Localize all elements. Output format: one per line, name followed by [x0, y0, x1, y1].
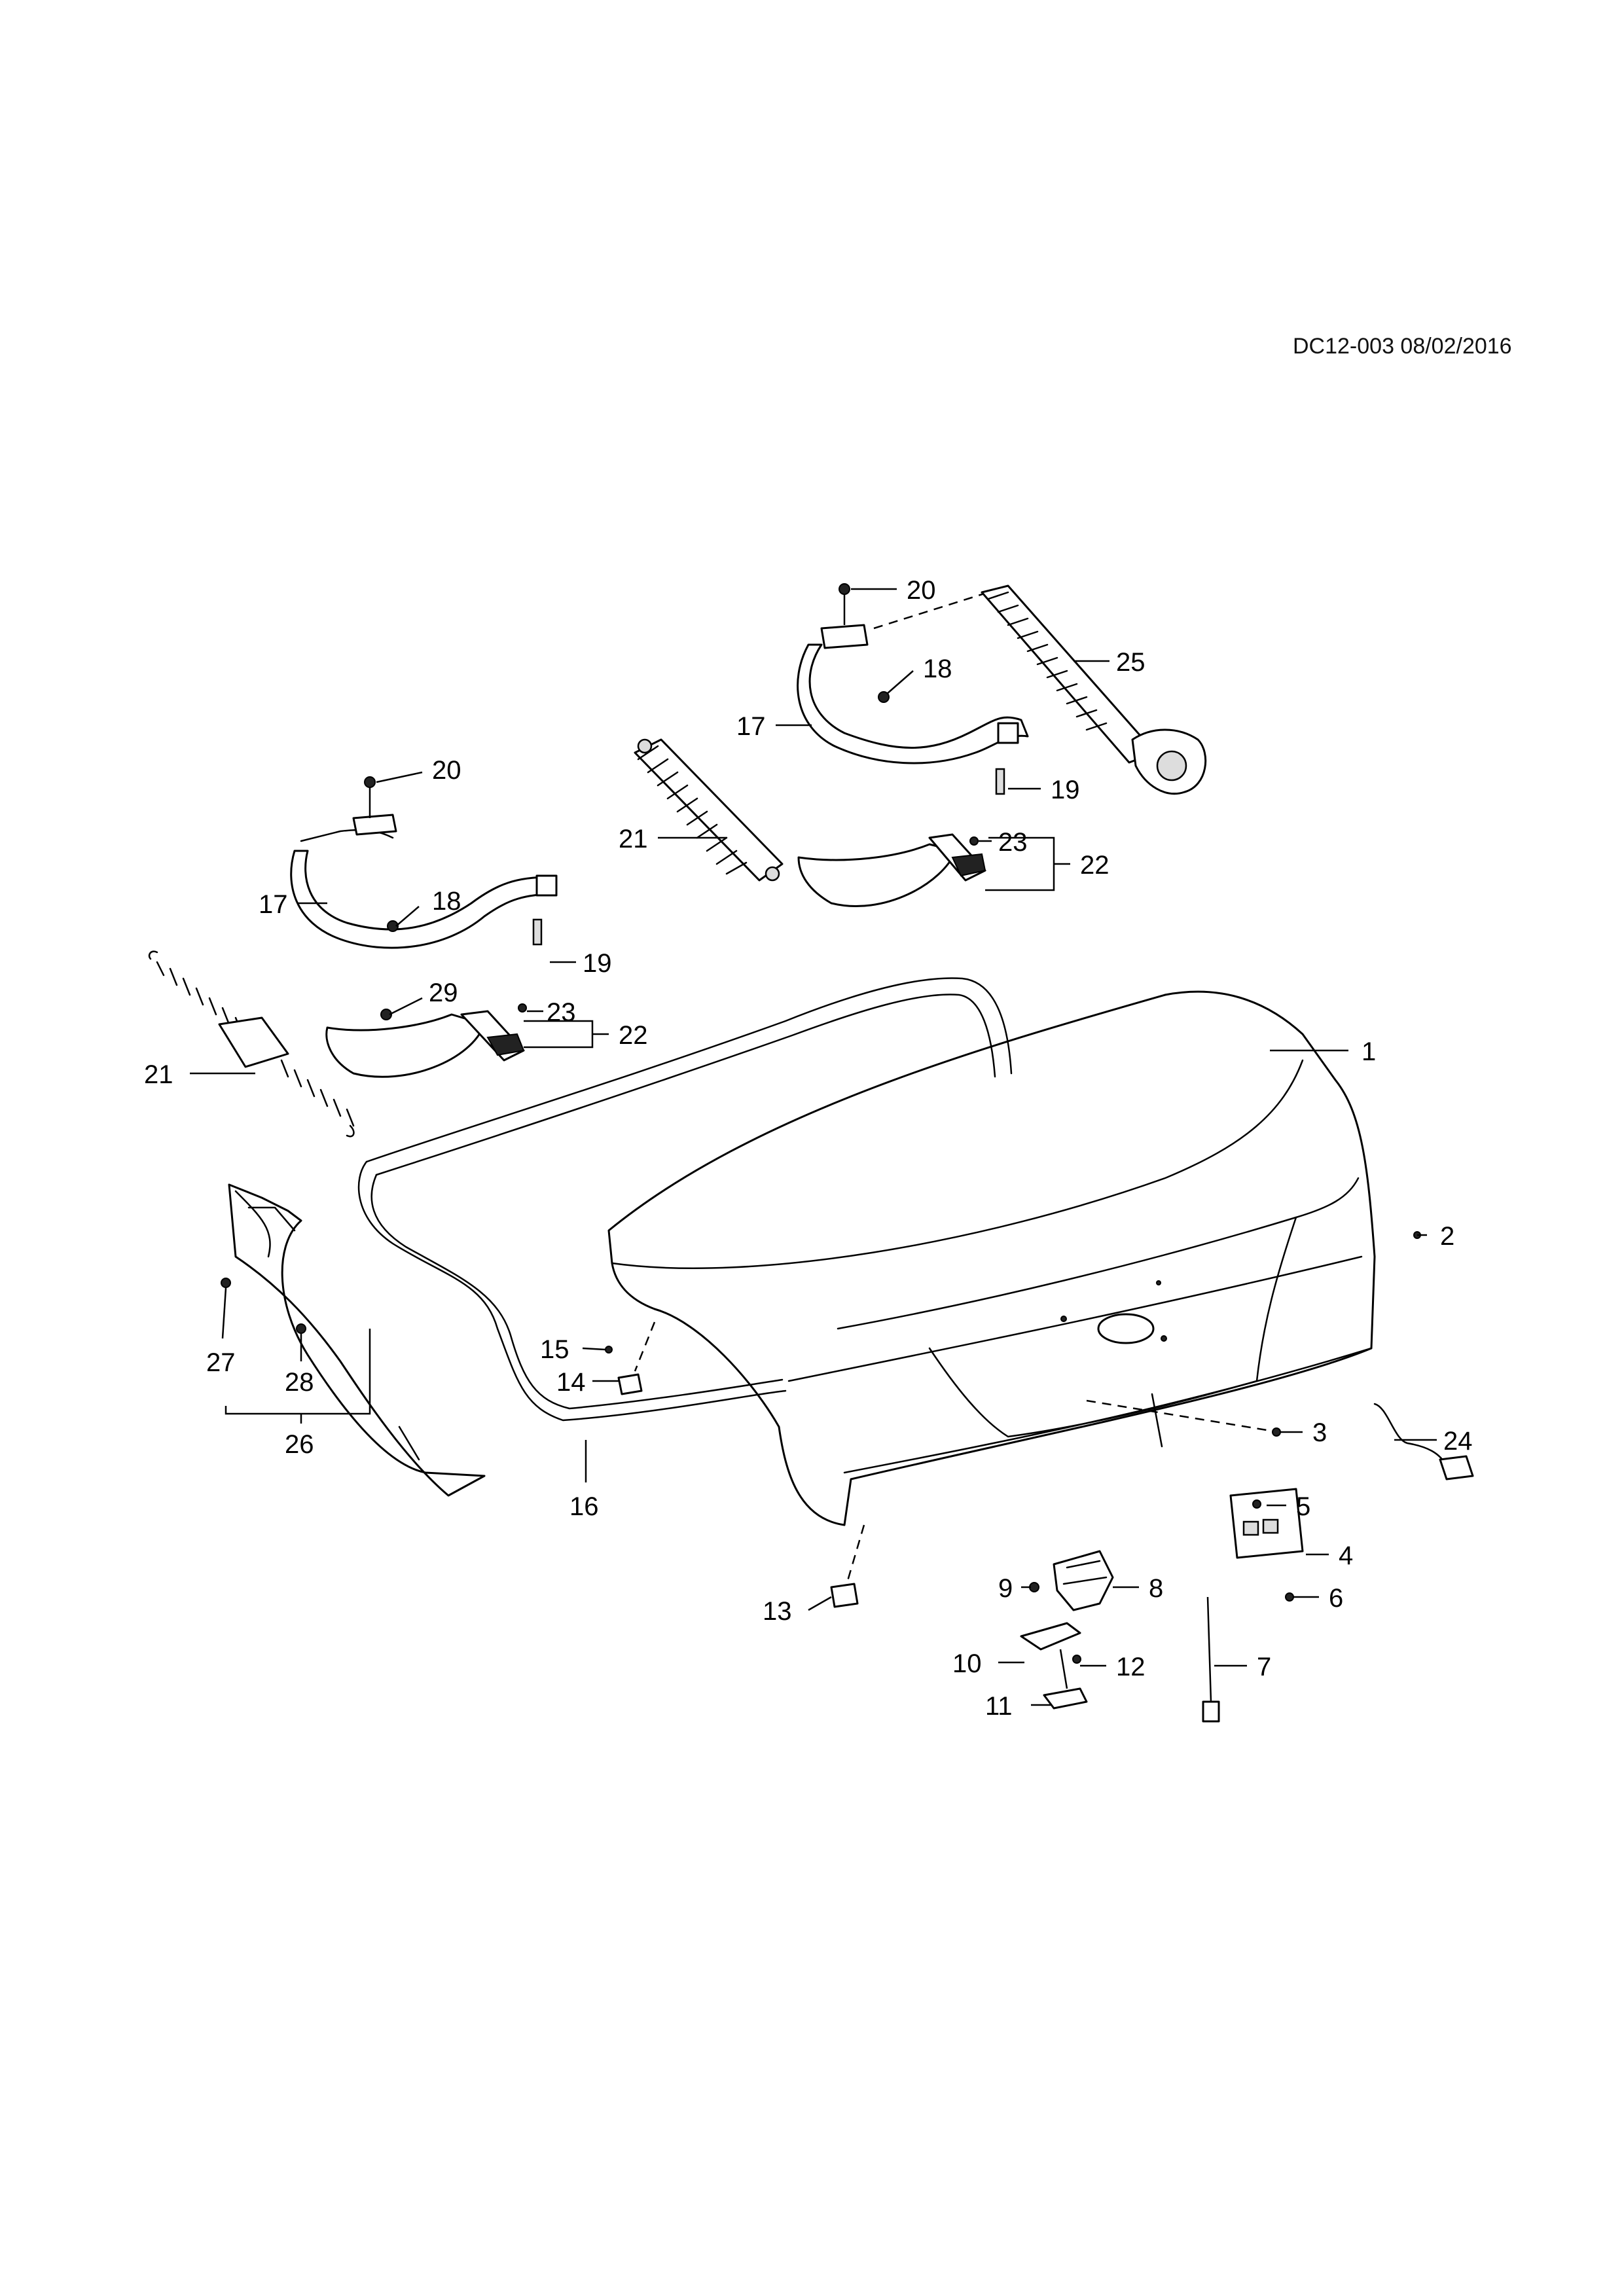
release-cable: [1202, 1596, 1220, 1723]
callout-24: 24: [1443, 1427, 1473, 1456]
latch-assembly: [1020, 1550, 1114, 1710]
callout-6: 6: [1329, 1584, 1343, 1613]
callout-3: 3: [1312, 1418, 1327, 1447]
callout-23-right: 23: [998, 828, 1028, 857]
callout-18-left: 18: [432, 887, 461, 916]
callout-20-right: 20: [907, 576, 936, 605]
fastener-dots: [221, 583, 1421, 1664]
callout-11: 11: [985, 1692, 1013, 1721]
callout-15: 15: [540, 1335, 569, 1364]
callout-19-right: 19: [1051, 776, 1080, 804]
callout-17-left: 17: [259, 890, 288, 919]
callout-17-right: 17: [736, 712, 766, 741]
hinge-bracket-right: [797, 833, 986, 907]
callout-19-left: 19: [583, 949, 612, 978]
callout-2: 2: [1440, 1222, 1454, 1251]
gas-strut-center: [634, 738, 784, 882]
leader-lines: [190, 588, 1437, 1706]
hinge-bracket-left: [325, 1010, 525, 1078]
callout-10: 10: [952, 1649, 982, 1678]
callout-21-left: 21: [144, 1060, 173, 1089]
callout-29: 29: [429, 978, 458, 1007]
callout-4: 4: [1339, 1541, 1353, 1570]
trunk-lid: [607, 990, 1376, 1526]
callout-14: 14: [556, 1368, 586, 1397]
callout-labels: 1 2 3 4 5 6 7 8 9 10 11 12 13 14 15 16 1…: [144, 576, 1473, 1721]
callout-28: 28: [285, 1368, 314, 1397]
callout-16: 16: [569, 1492, 599, 1521]
release-handle: [1229, 1488, 1304, 1559]
callout-7: 7: [1257, 1653, 1271, 1681]
callout-5: 5: [1296, 1492, 1310, 1521]
callout-1: 1: [1362, 1037, 1376, 1066]
striker: [830, 1524, 865, 1608]
callout-22-right: 22: [1080, 851, 1110, 880]
bumper-stop: [617, 1321, 656, 1395]
callout-9: 9: [998, 1574, 1013, 1603]
document-id: DC12-003 08/02/2016: [1293, 334, 1512, 359]
callout-12: 12: [1116, 1653, 1146, 1681]
torsion-spring-right: [981, 584, 1207, 795]
callout-13: 13: [763, 1597, 792, 1626]
callout-27: 27: [206, 1348, 236, 1377]
callout-22-left: 22: [619, 1021, 648, 1050]
callout-20-left: 20: [432, 756, 461, 785]
callout-25: 25: [1116, 648, 1146, 677]
right-hinge: [797, 591, 1029, 764]
torsion-spring-left: [148, 950, 355, 1138]
license-lamp: [1373, 1403, 1474, 1480]
callout-21-center: 21: [619, 825, 648, 853]
callout-26: 26: [285, 1430, 314, 1459]
callout-18-right: 18: [923, 655, 952, 683]
left-trim-panel: [228, 1183, 486, 1497]
weatherstrip-seal: [357, 977, 1013, 1422]
callout-8: 8: [1149, 1574, 1163, 1603]
callout-23-left: 23: [547, 998, 576, 1027]
left-hinge: [290, 785, 558, 949]
